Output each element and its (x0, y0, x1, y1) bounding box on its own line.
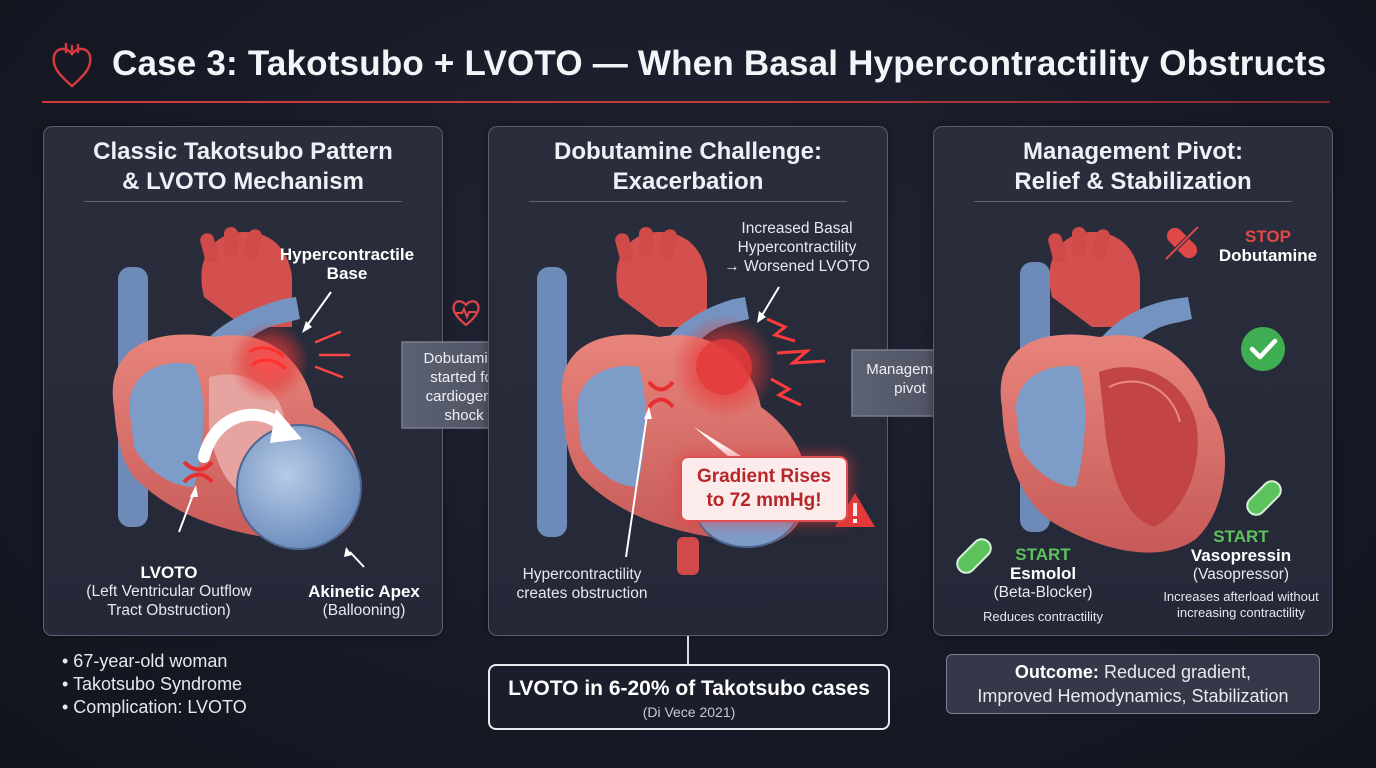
stop-pill-icon (1164, 225, 1200, 261)
arrow-dobutamine-label: Dobutamine started for cardiogenic shock (423, 350, 505, 424)
panel-management-pivot: Management Pivot: Relief & Stabilization (933, 126, 1333, 636)
stat-connector (687, 636, 689, 664)
apex-label: Akinetic Apex (Ballooning) (308, 582, 420, 619)
panel-dobutamine-challenge: Dobutamine Challenge: Exacerbation (488, 126, 888, 636)
list-item: • Takotsubo Syndrome (62, 674, 243, 694)
start-esmolol-label: START Esmolol (Beta-Blocker) Reduces con… (983, 545, 1103, 624)
list-item: • Complication: LVOTO (62, 697, 247, 717)
title-divider (42, 101, 1330, 103)
basal-hypercontractility-label: Increased Basal Hypercontractility → Wor… (724, 220, 870, 275)
arrow-management-pivot-label: Management pivot (866, 361, 954, 397)
outcome-line1: Reduced gradient, (1103, 662, 1252, 682)
gradient-alert: Gradient Rises to 72 mmHg! (680, 456, 848, 522)
base-label: Hypercontractile Base (279, 245, 415, 283)
outcome-box: Outcome: Reduced gradient, Improved Hemo… (946, 654, 1320, 714)
panel-divider (974, 201, 1292, 202)
outcome-line2: Improved Hemodynamics, Stabilization (977, 686, 1289, 706)
panel-classic-pattern: Classic Takotsubo Pattern & LVOTO Mechan… (43, 126, 443, 636)
list-item: • 67-year-old woman (62, 651, 228, 671)
heart-outline-icon (52, 42, 92, 88)
panel-title: Dobutamine Challenge: Exacerbation (553, 138, 823, 195)
panel-divider (529, 201, 847, 202)
outcome-label: Outcome: (1014, 662, 1099, 682)
page-title: Case 3: Takotsubo + LVOTO — When Basal H… (112, 44, 1327, 83)
statistic-citation: (Di Vece 2021) (642, 704, 736, 720)
start-vasopressin-label: START Vasopressin (Vasopressor) Increase… (1163, 527, 1319, 620)
lvoto-label: LVOTO (Left Ventricular Outflow Tract Ob… (86, 563, 252, 619)
panel-title: Classic Takotsubo Pattern & LVOTO Mechan… (93, 138, 393, 195)
panel-divider (84, 201, 402, 202)
panel-title: Management Pivot: Relief & Stabilization (1014, 138, 1252, 195)
heartbeat-icon (452, 300, 480, 327)
heart-illustration-stabilized (956, 225, 1285, 574)
statistic-box: LVOTO in 6-20% of Takotsubo cases (Di Ve… (488, 664, 890, 730)
obstruction-label: Hypercontractility creates obstruction (516, 566, 648, 602)
title-row: Case 3: Takotsubo + LVOTO — When Basal H… (50, 38, 1340, 98)
heart-illustration-exacerbated (537, 227, 875, 575)
stop-dobutamine-label: STOP Dobutamine (1218, 227, 1318, 265)
statistic-main: LVOTO in 6-20% of Takotsubo cases (508, 677, 870, 700)
case-facts-list: • 67-year-old woman • Takotsubo Syndrome… (62, 650, 247, 719)
heart-illustration (112, 227, 365, 568)
